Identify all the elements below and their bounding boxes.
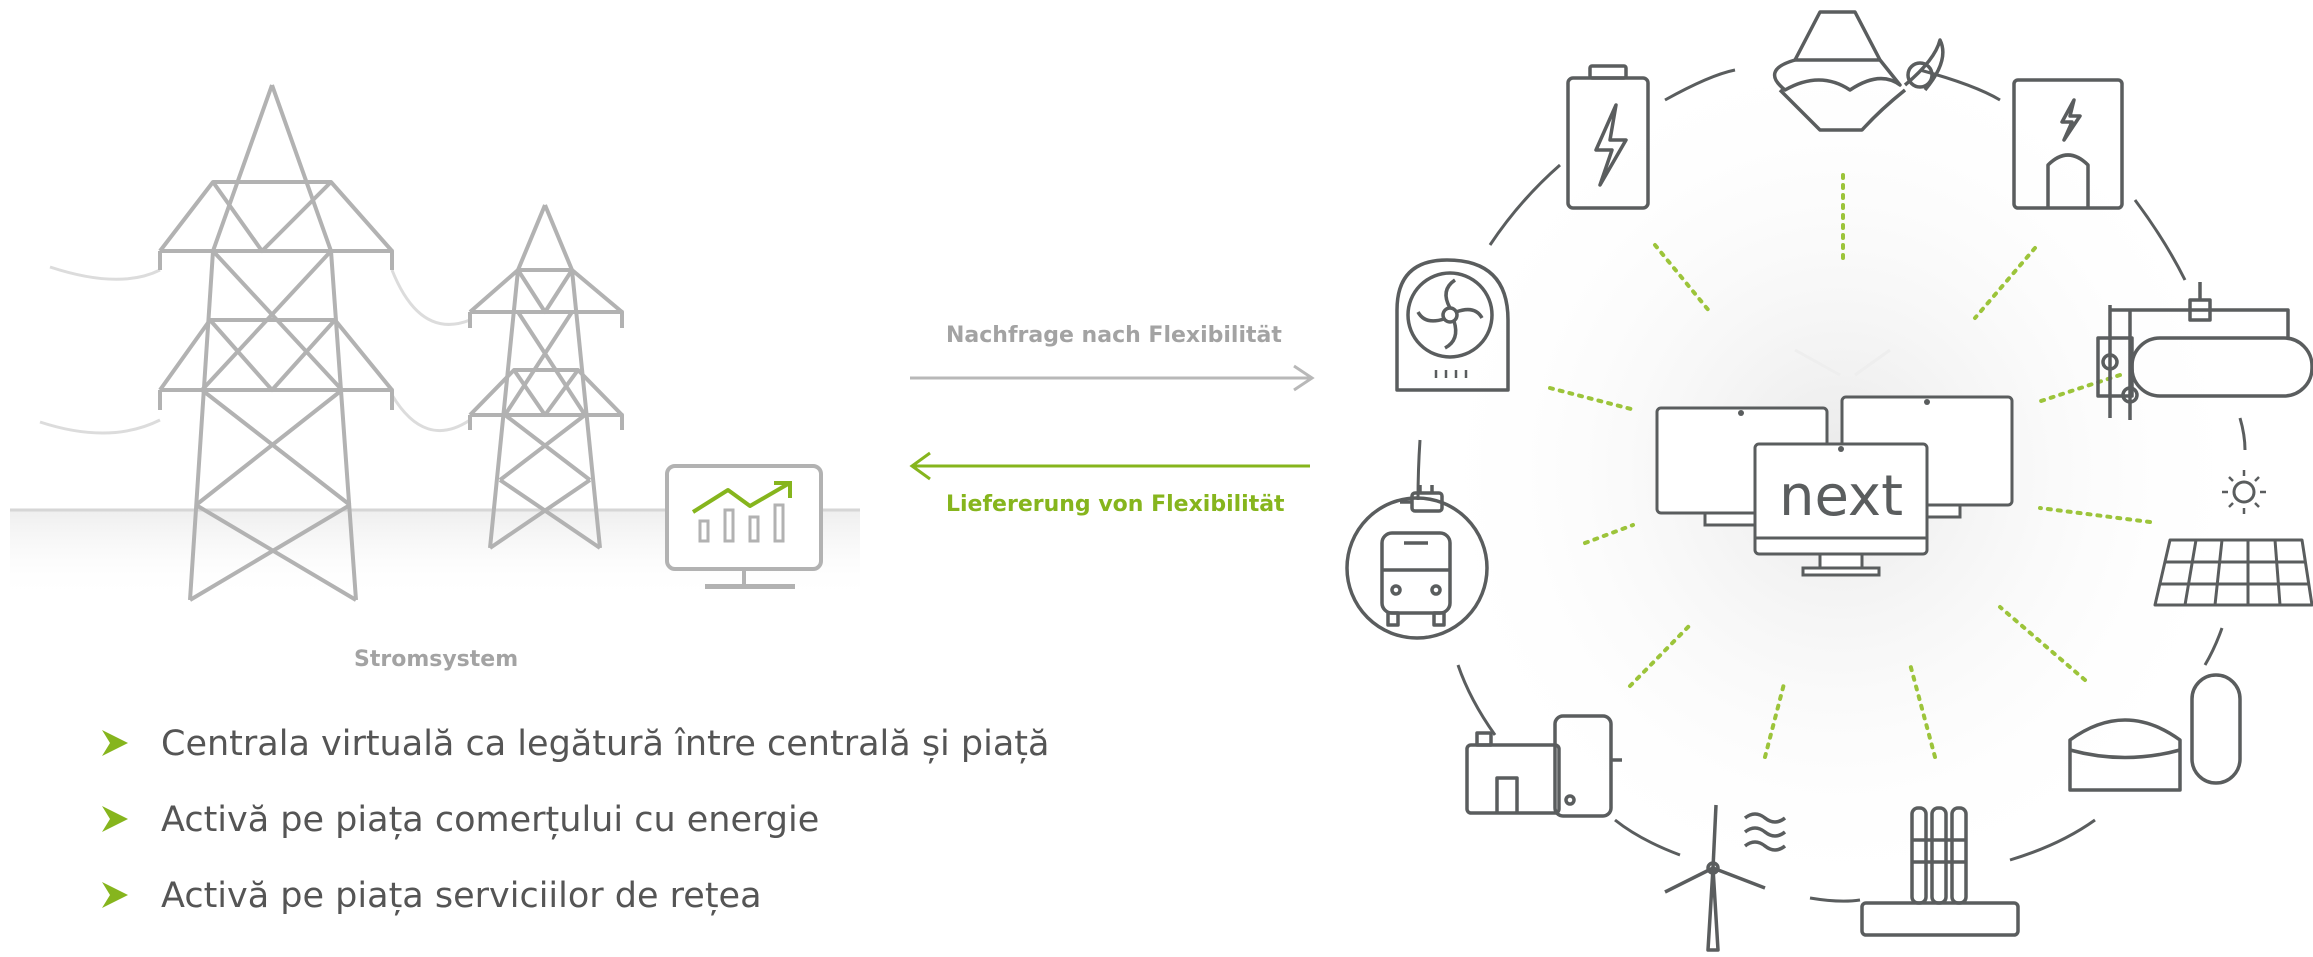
hydro-turbine-icon — [1772, 10, 1945, 132]
power-grid-scene — [10, 84, 860, 602]
next-logo: next — [1779, 464, 1903, 529]
electric-bus-icon — [1345, 485, 1489, 640]
electrical-cabinet-icon — [2012, 78, 2124, 210]
arrowhead-bullet-icon — [102, 730, 128, 756]
bullet-item: Activă pe piața serviciilor de rețea — [100, 874, 1049, 950]
biogas-plant-icon — [2068, 673, 2242, 792]
asset-ring — [1416, 68, 2247, 903]
power-plant-chimneys-icon — [1860, 806, 2020, 937]
connection-dots — [1548, 173, 2152, 759]
center-monitors-icon — [1655, 395, 2014, 577]
bullet-item: Centrala virtuală ca legătură între cent… — [100, 722, 1049, 798]
demand-arrow — [910, 364, 1315, 392]
wind-turbine-icon — [1664, 804, 1787, 952]
big-pylon-icon — [158, 84, 394, 602]
bullet-text: Activă pe piața comerțului cu energie — [161, 800, 820, 840]
delivery-label: Liefererung von Flexibilität — [946, 492, 1285, 517]
grid-label: Stromsystem — [354, 647, 519, 672]
vpp-cluster — [1345, 10, 2313, 952]
demand-label: Nachfrage nach Flexibilität — [946, 323, 1282, 348]
industrial-tank-icon — [2096, 282, 2313, 420]
bullet-item: Activă pe piața comerțului cu energie — [100, 798, 1049, 874]
solar-panel-icon — [2153, 470, 2313, 607]
monitor-chart-icon — [665, 464, 823, 589]
bullet-list: Centrala virtuală ca legătură între cent… — [100, 722, 1049, 950]
battery-icon — [1566, 64, 1650, 210]
heat-pump-fan-icon — [1395, 258, 1510, 392]
small-pylon-icon — [468, 204, 624, 550]
arrowhead-bullet-icon — [102, 806, 128, 832]
chp-unit-icon — [1465, 714, 1622, 818]
bullet-text: Activă pe piața serviciilor de rețea — [161, 876, 762, 916]
arrowhead-bullet-icon — [102, 882, 128, 908]
delivery-arrow — [909, 451, 1310, 481]
bullet-text: Centrala virtuală ca legătură între cent… — [161, 724, 1050, 764]
